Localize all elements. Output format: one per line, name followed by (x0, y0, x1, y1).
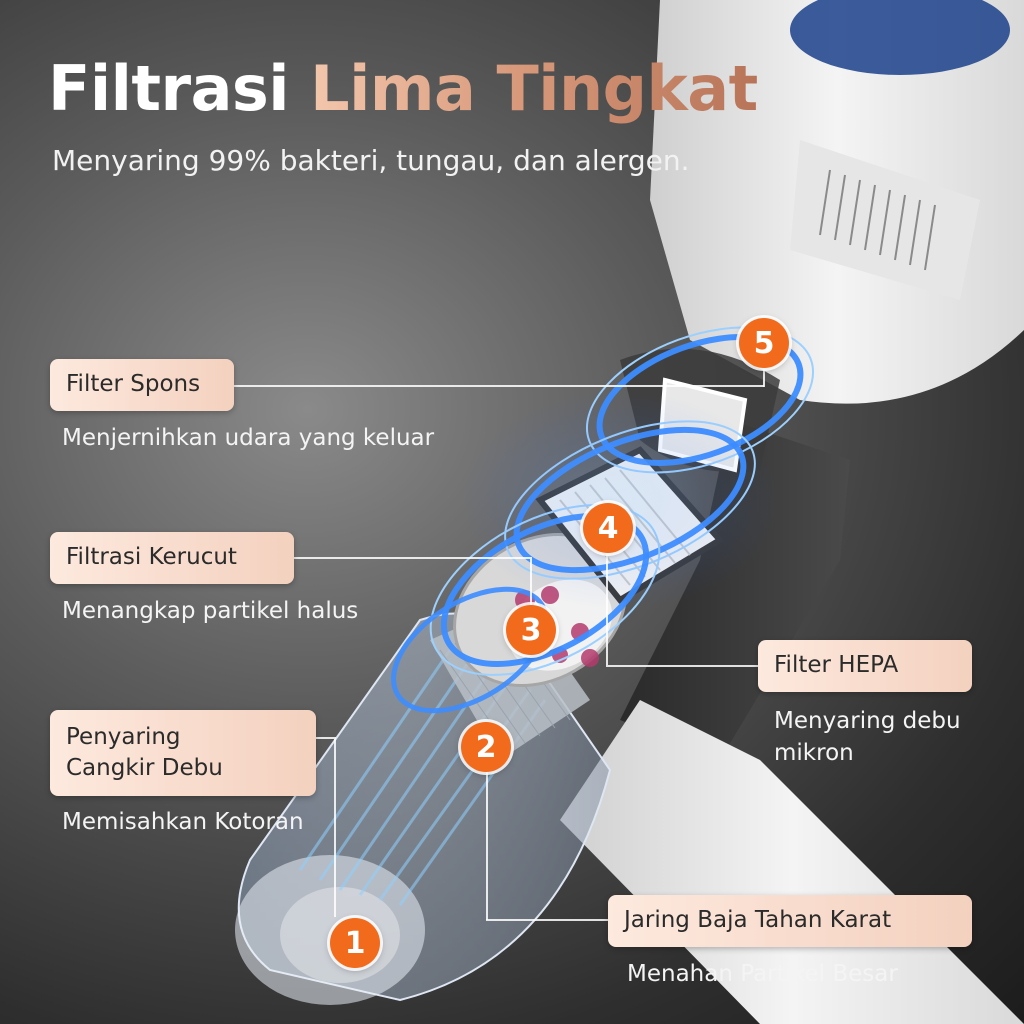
tag-filter-hepa: Filter HEPA (758, 640, 972, 692)
tag-label: Penyaring Cangkir Debu (66, 723, 223, 781)
tag-label: Filter HEPA (774, 652, 899, 679)
headline: Filtrasi Lima Tingkat (48, 58, 758, 120)
leader-line-4 (608, 665, 758, 667)
stage-badge-2: 2 (461, 722, 511, 772)
headline-word-2: Lima Tingkat (310, 52, 758, 125)
stage-badge-3: 3 (506, 605, 556, 655)
leader-line-3-vert (530, 557, 532, 605)
headline-word-1: Filtrasi (48, 52, 290, 125)
tag-label: Jaring Baja Tahan Karat (624, 907, 892, 934)
desc-filtrasi-kerucut: Menangkap partikel halus (62, 598, 359, 624)
stage-badge-4: 4 (583, 503, 633, 553)
tag-penyaring-cangkir-debu: Penyaring Cangkir Debu (50, 710, 316, 796)
subheadline: Menyaring 99% bakteri, tungau, dan alerg… (52, 144, 690, 177)
leader-line-2-vert (486, 770, 488, 920)
leader-line-1-h (316, 737, 334, 739)
motor-housing (650, 0, 1024, 404)
desc-penyaring-cangkir-debu: Memisahkan Kotoran (62, 809, 304, 835)
tag-jaring-baja: Jaring Baja Tahan Karat (608, 895, 972, 947)
leader-line-2-h (486, 919, 610, 921)
tag-label: Filter Spons (66, 371, 201, 398)
handle (620, 420, 850, 760)
stage-badge-5: 5 (739, 318, 789, 368)
tag-label: Filtrasi Kerucut (66, 544, 237, 571)
stage-badge-1: 1 (330, 918, 380, 968)
leader-line-5 (234, 385, 764, 387)
tag-filter-spons: Filter Spons (50, 359, 234, 411)
desc-jaring-baja: Menahan Partikel Besar (627, 961, 898, 987)
leader-line-4-vert (606, 545, 608, 667)
desc-filter-hepa: Menyaring debu mikron (774, 708, 961, 767)
tag-filtrasi-kerucut: Filtrasi Kerucut (50, 532, 294, 584)
leader-line-5-vert (763, 368, 765, 387)
leader-line-1-vert (334, 737, 336, 917)
leader-line-3 (294, 557, 530, 559)
desc-filter-spons: Menjernihkan udara yang keluar (62, 425, 435, 451)
